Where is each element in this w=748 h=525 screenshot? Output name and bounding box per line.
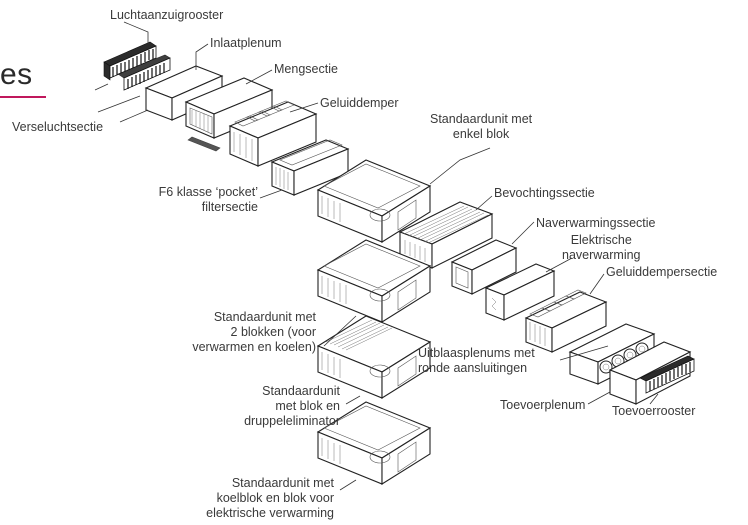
- standaardunit-2-blokken: [316, 239, 432, 323]
- label-elektrische-naverwarming: Elektrische naverwarming: [562, 233, 641, 262]
- label-uitblaasplenums: Uitblaasplenums met ronde aansluitingen: [418, 346, 535, 375]
- label-verseluchtsectie: Verseluchtsectie: [12, 120, 104, 134]
- label-f6-filtersectie: F6 klasse ‘pocket’ filtersectie: [158, 185, 258, 214]
- label-geluiddemper: Geluiddemper: [320, 96, 399, 110]
- label-toevoerplenum: Toevoerplenum: [500, 398, 586, 412]
- label-standaardunit-2blokken: Standaardunit met 2 blokken (voor verwar…: [192, 310, 316, 354]
- label-standaardunit-druppel: Standaardunit met blok en druppelelimina…: [244, 384, 340, 428]
- luchtaanzuigrooster-grille: [103, 41, 171, 91]
- label-standaardunit-koelblok: Standaardunit met koelblok en blok voor …: [206, 476, 334, 520]
- label-naverwarmingssectie: Naverwarmingssectie: [536, 216, 656, 230]
- standaardunit-druppeleliminator: [316, 315, 432, 399]
- axis-line-left2: [97, 95, 141, 113]
- label-toevoerrooster: Toevoerrooster: [612, 404, 696, 418]
- axis-line-left: [94, 83, 109, 91]
- f6-filtersectie-box: [270, 139, 350, 196]
- label-inlaatplenum: Inlaatplenum: [210, 36, 282, 50]
- label-geluiddempersectie: Geluiddempersectie: [606, 265, 718, 279]
- label-standaardunit-enkel: Standaardunit met enkel blok: [430, 112, 533, 141]
- toevoerrooster-grille: [639, 355, 695, 394]
- elektrische-naverwarming-box: [484, 263, 556, 321]
- standaardunit-enkel-blok: [316, 159, 432, 243]
- standaardunit-koelblok: [316, 401, 432, 485]
- label-mengsectie: Mengsectie: [274, 62, 338, 76]
- naverwarmingssectie-box: [450, 239, 518, 295]
- heading-underline: [0, 96, 46, 98]
- heading-fragment: es: [0, 58, 33, 91]
- label-bevochtigingssectie: Bevochtingssectie: [494, 186, 595, 200]
- geluiddemper-box: [228, 100, 318, 167]
- mengsectie-box: [184, 77, 274, 152]
- label-luchtaanzuigrooster: Luchtaanzuigrooster: [110, 8, 224, 22]
- leader-lines: [119, 21, 659, 491]
- geluiddempersectie-box: [524, 289, 608, 353]
